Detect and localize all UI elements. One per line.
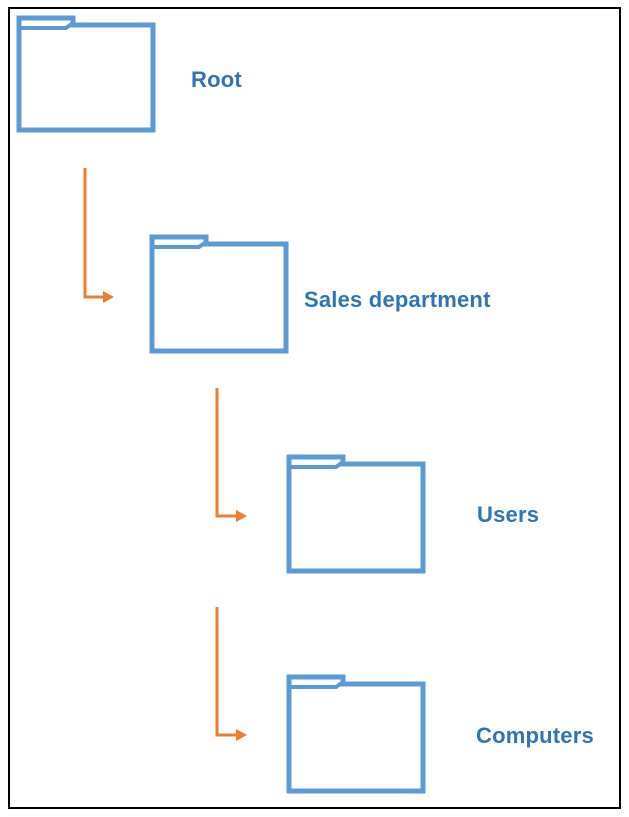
tree-node-root: Root bbox=[16, 15, 242, 133]
folder-icon bbox=[286, 454, 426, 574]
folder-icon bbox=[16, 15, 156, 133]
node-label-users: Users bbox=[477, 502, 539, 527]
tree-node-computers: Computers bbox=[286, 674, 594, 794]
arrowhead-icon bbox=[236, 510, 247, 522]
connector-sales-to-users bbox=[215, 388, 247, 522]
diagram-frame bbox=[8, 7, 621, 809]
tree-node-sales-department: Sales department bbox=[149, 234, 491, 354]
node-label-computers: Computers bbox=[476, 723, 594, 748]
connector-root-to-sales bbox=[83, 168, 114, 303]
arrowhead-icon bbox=[103, 291, 114, 303]
tree-node-users: Users bbox=[286, 454, 539, 574]
arrowhead-icon bbox=[236, 729, 247, 741]
folder-icon bbox=[286, 674, 426, 794]
connector-sales-to-computers bbox=[215, 607, 247, 741]
folder-icon bbox=[149, 234, 289, 354]
node-label-sales-department: Sales department bbox=[304, 287, 491, 312]
node-label-root: Root bbox=[191, 67, 242, 92]
